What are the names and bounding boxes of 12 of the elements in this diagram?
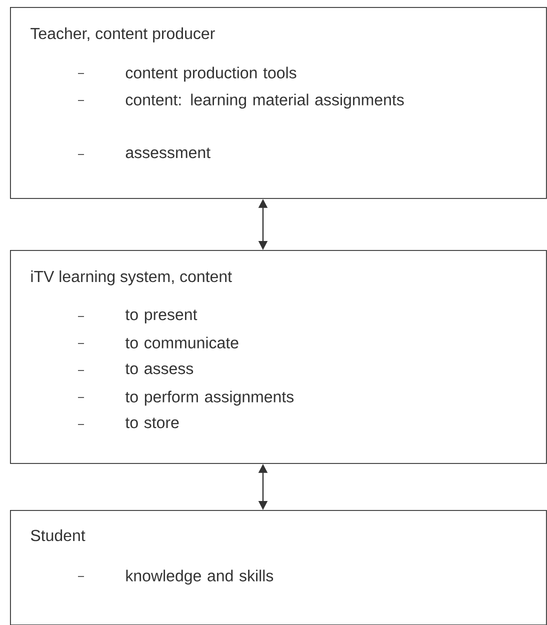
- bullet-item: to store: [125, 418, 179, 428]
- box-heading: iTV learning system, content: [31, 270, 232, 286]
- box-heading: Teacher, content producer: [30, 27, 215, 42]
- bullet-item: to assess: [125, 364, 194, 374]
- bullet-item: to present: [125, 310, 198, 324]
- box-heading: Student: [30, 529, 86, 542]
- bullet-item: content: learning material assignments: [126, 94, 404, 109]
- bullet-item: to communicate: [125, 336, 238, 348]
- bullet-item: knowledge and skills: [126, 570, 274, 585]
- bullet-item: assessment: [126, 148, 210, 158]
- bullet-item: content production tools: [126, 66, 296, 82]
- bullet-item: to perform assignments: [125, 390, 294, 406]
